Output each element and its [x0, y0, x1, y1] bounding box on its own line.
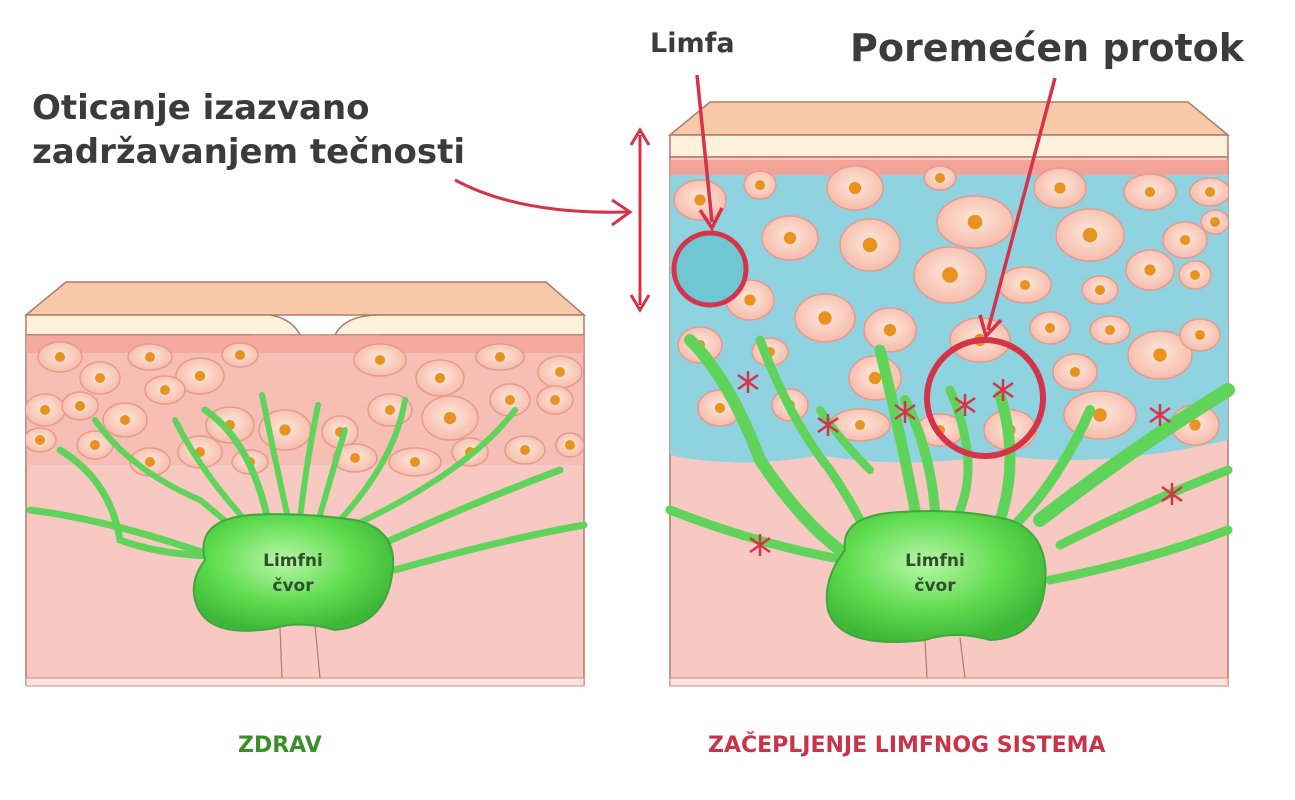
cell-nucleus — [868, 371, 882, 385]
cell-nucleus — [1105, 325, 1115, 335]
blockage-marks — [737, 371, 1183, 556]
cell-nucleus — [1045, 323, 1055, 333]
cell-nucleus — [1054, 182, 1066, 194]
cell-nucleus — [935, 173, 945, 183]
cell-nucleus — [1210, 217, 1220, 227]
cell-nucleus — [1189, 419, 1201, 431]
healthy-panel: Limfni čvor — [23, 281, 588, 687]
cell-nucleus — [1069, 366, 1081, 378]
caption-blocked: ZAČEPLJENJE LIMFNOG SISTEMA — [708, 733, 1106, 758]
cell-nucleus — [443, 411, 457, 425]
cell-nucleus — [1093, 408, 1107, 422]
cell-layer-healthy — [26, 341, 584, 477]
cell-nucleus — [1190, 270, 1200, 280]
cell-nucleus — [555, 367, 565, 377]
swelling-annotation: Oticanje izazvano zadržavanjem tečnosti — [32, 86, 465, 174]
cell-nucleus — [755, 180, 765, 190]
lymph-label: Limfa — [650, 28, 735, 59]
epidermis-blocked — [669, 134, 1229, 158]
cell-nucleus — [375, 355, 385, 365]
cell-nucleus — [883, 323, 897, 337]
blockage-mark — [817, 414, 839, 436]
blockage-mark — [954, 394, 976, 416]
blockage-mark — [992, 379, 1014, 401]
cell-nucleus — [235, 350, 245, 360]
cell-nucleus — [145, 457, 155, 467]
node-label-blocked-line1: Limfni — [905, 551, 965, 571]
cell-nucleus — [90, 440, 100, 450]
cell-nucleus — [1019, 279, 1031, 291]
cell-nucleus — [1195, 330, 1205, 340]
skin-surface-blocked — [667, 101, 1231, 136]
cell-nucleus — [783, 231, 797, 245]
lymph-vessels-healthy — [26, 392, 588, 574]
cell-nucleus — [565, 440, 575, 450]
cell-nucleus — [505, 395, 515, 405]
cell-nucleus — [818, 311, 832, 325]
cell-nucleus — [1153, 348, 1167, 362]
lymph-node-healthy — [192, 513, 395, 632]
blockage-mark — [894, 401, 916, 423]
cell-nucleus — [55, 352, 65, 362]
cell-nucleus — [967, 214, 983, 230]
cell-nucleus — [160, 385, 170, 395]
disrupted-flow-pointer-arrow — [986, 77, 1057, 331]
cell-nucleus — [744, 294, 756, 306]
blockage-mark — [1161, 483, 1183, 505]
cell-nucleus — [120, 415, 130, 425]
cell-nucleus — [862, 237, 878, 253]
cell-nucleus — [410, 457, 420, 467]
cell-nucleus — [550, 395, 560, 405]
node-label-blocked-line2: čvor — [914, 576, 956, 596]
cell-nucleus — [942, 267, 958, 283]
cell-nucleus — [848, 181, 862, 195]
cell-nucleus — [855, 420, 865, 430]
swelling-annotation-line1: Oticanje izazvano — [32, 88, 370, 128]
cell-nucleus — [714, 402, 726, 414]
cell-nucleus — [194, 370, 206, 382]
bottom-border-healthy — [25, 677, 585, 687]
blockage-mark — [749, 534, 771, 556]
cell-nucleus — [1082, 227, 1098, 243]
blockage-mark — [737, 371, 759, 393]
cell-nucleus — [1144, 186, 1156, 198]
cell-nucleus — [694, 194, 706, 206]
cell-nucleus — [434, 372, 446, 384]
caption-healthy: ZDRAV — [238, 733, 322, 758]
fluid-layer-blocked — [670, 160, 1228, 463]
cell-nucleus — [40, 405, 50, 415]
bottom-border-blocked — [669, 677, 1229, 687]
node-label-healthy-line1: Limfni — [263, 551, 323, 571]
cell-nucleus — [1144, 264, 1156, 276]
swelling-annotation-line2: zadržavanjem tečnosti — [32, 132, 466, 172]
swelling-pointer-arrow — [454, 178, 629, 214]
cell-nucleus — [520, 445, 530, 455]
disrupted-flow-label: Poremećen protok — [850, 26, 1245, 70]
cell-nucleus — [385, 405, 395, 415]
cell-nucleus — [145, 352, 155, 362]
cell-nucleus — [350, 453, 360, 463]
node-label-healthy-line2: čvor — [272, 576, 314, 596]
skin-surface-healthy — [23, 281, 587, 316]
disrupted-flow-circle-highlight — [924, 337, 1046, 459]
cell-nucleus — [95, 373, 105, 383]
blocked-panel: Limfni čvor — [665, 101, 1235, 687]
lymph-circle-highlight — [671, 230, 749, 308]
cell-nucleus — [75, 401, 85, 411]
cell-nucleus — [1205, 187, 1215, 197]
cell-nucleus — [279, 424, 291, 436]
cell-nucleus — [1179, 234, 1191, 246]
lymph-pointer-arrow — [695, 74, 714, 223]
cell-nucleus — [495, 352, 505, 362]
lymph-node-blocked — [825, 510, 1047, 643]
cell-nucleus — [1095, 285, 1105, 295]
blockage-mark — [1149, 404, 1171, 426]
cell-nucleus — [35, 435, 45, 445]
annotation-marks — [454, 74, 1057, 459]
